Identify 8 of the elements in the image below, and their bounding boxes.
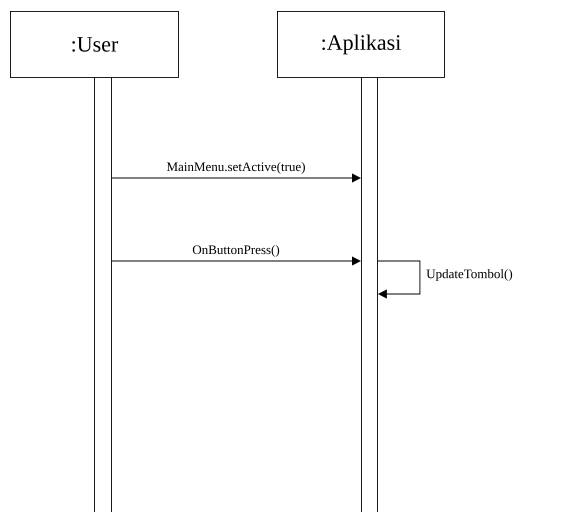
lifeline-box: :User xyxy=(10,11,179,78)
activation-bar xyxy=(361,77,378,512)
arrow xyxy=(377,260,420,299)
edge-label: UpdateTombol() xyxy=(426,269,512,281)
activation-bar xyxy=(94,77,112,512)
edge-label: OnButtonPress() xyxy=(192,245,280,257)
lifeline-box: :Aplikasi xyxy=(277,11,445,78)
edge-label: MainMenu.setActive(true) xyxy=(166,162,305,174)
